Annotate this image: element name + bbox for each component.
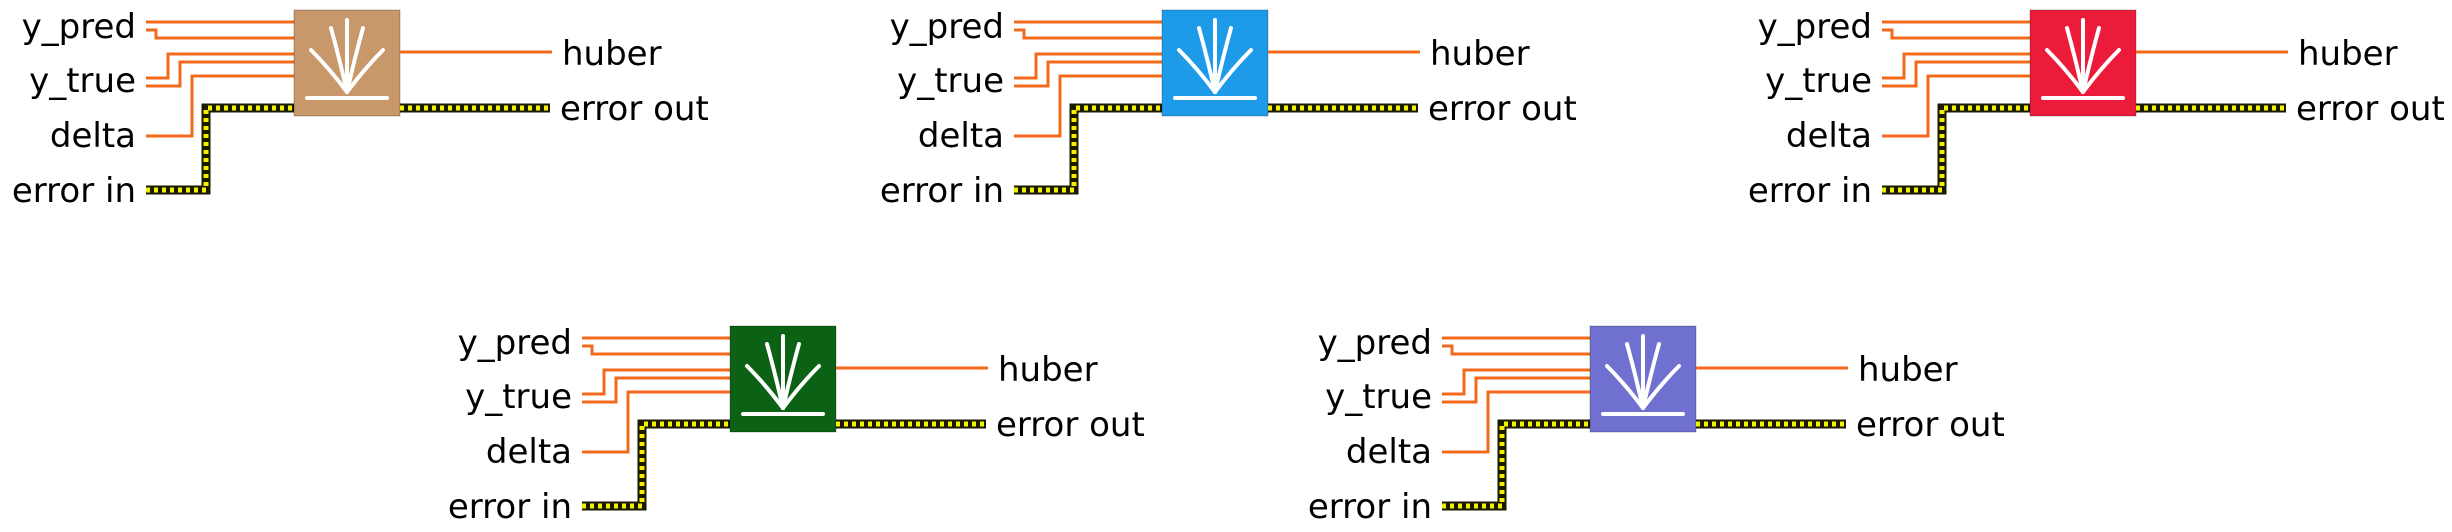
input-label-y-pred: y_pred <box>1758 7 1872 47</box>
output-label-error-out: error out <box>1428 89 1577 129</box>
input-label-delta: delta <box>486 432 572 472</box>
output-label-huber: huber <box>1430 34 1530 74</box>
wire-y-true-echo <box>1442 376 1590 404</box>
output-label-huber: huber <box>998 350 1098 390</box>
input-label-y-true: y_true <box>897 61 1004 101</box>
input-label-error-in: error in <box>1748 171 1872 211</box>
wire-delta <box>146 74 294 138</box>
input-label-y-true: y_true <box>1765 61 1872 101</box>
wire-error-in <box>146 103 294 195</box>
huber-loss-icon <box>305 18 389 100</box>
wire-error-in <box>1882 103 2030 195</box>
wire-y-true-echo <box>582 376 730 404</box>
input-label-delta: delta <box>1786 116 1872 156</box>
wire-y-true-echo <box>1014 60 1162 88</box>
output-label-huber: huber <box>2298 34 2398 74</box>
wire-error-in <box>1442 419 1590 511</box>
input-label-y-true: y_true <box>1325 377 1432 417</box>
input-label-y-pred: y_pred <box>22 7 136 47</box>
output-label-error-out: error out <box>1856 405 2005 445</box>
wire-y-pred-echo <box>146 28 294 40</box>
output-label-error-out: error out <box>560 89 709 129</box>
huber-loss-icon <box>2041 18 2125 100</box>
output-label-error-out: error out <box>2296 89 2445 129</box>
input-label-y-pred: y_pred <box>458 323 572 363</box>
wire-error-in <box>582 419 730 511</box>
input-label-y-true: y_true <box>465 377 572 417</box>
input-label-y-pred: y_pred <box>1318 323 1432 363</box>
wire-y-true-echo <box>146 60 294 88</box>
input-label-delta: delta <box>50 116 136 156</box>
input-label-y-pred: y_pred <box>890 7 1004 47</box>
wire-y-true <box>1882 52 2030 80</box>
wire-delta <box>1882 74 2030 138</box>
input-label-y-true: y_true <box>29 61 136 101</box>
output-label-huber: huber <box>1858 350 1958 390</box>
wire-delta <box>1014 74 1162 138</box>
input-label-delta: delta <box>1346 432 1432 472</box>
input-label-error-in: error in <box>12 171 136 211</box>
wire-y-true <box>1014 52 1162 80</box>
wire-y-true <box>582 368 730 396</box>
wire-y-true <box>1442 368 1590 396</box>
output-label-error-out: error out <box>996 405 1145 445</box>
wire-y-pred-echo <box>1882 28 2030 40</box>
huber-loss-icon <box>1173 18 1257 100</box>
input-label-delta: delta <box>918 116 1004 156</box>
input-label-error-in: error in <box>1308 487 1432 527</box>
wire-y-true-echo <box>1882 60 2030 88</box>
input-label-error-in: error in <box>448 487 572 527</box>
wire-delta <box>582 390 730 454</box>
huber-loss-icon <box>741 334 825 416</box>
wire-y-true <box>146 52 294 80</box>
input-label-error-in: error in <box>880 171 1004 211</box>
wire-y-pred-echo <box>1442 344 1590 356</box>
wire-delta <box>1442 390 1590 454</box>
wire-y-pred-echo <box>1014 28 1162 40</box>
huber-loss-icon <box>1601 334 1685 416</box>
output-label-huber: huber <box>562 34 662 74</box>
wire-error-in <box>1014 103 1162 195</box>
wire-y-pred-echo <box>582 344 730 356</box>
